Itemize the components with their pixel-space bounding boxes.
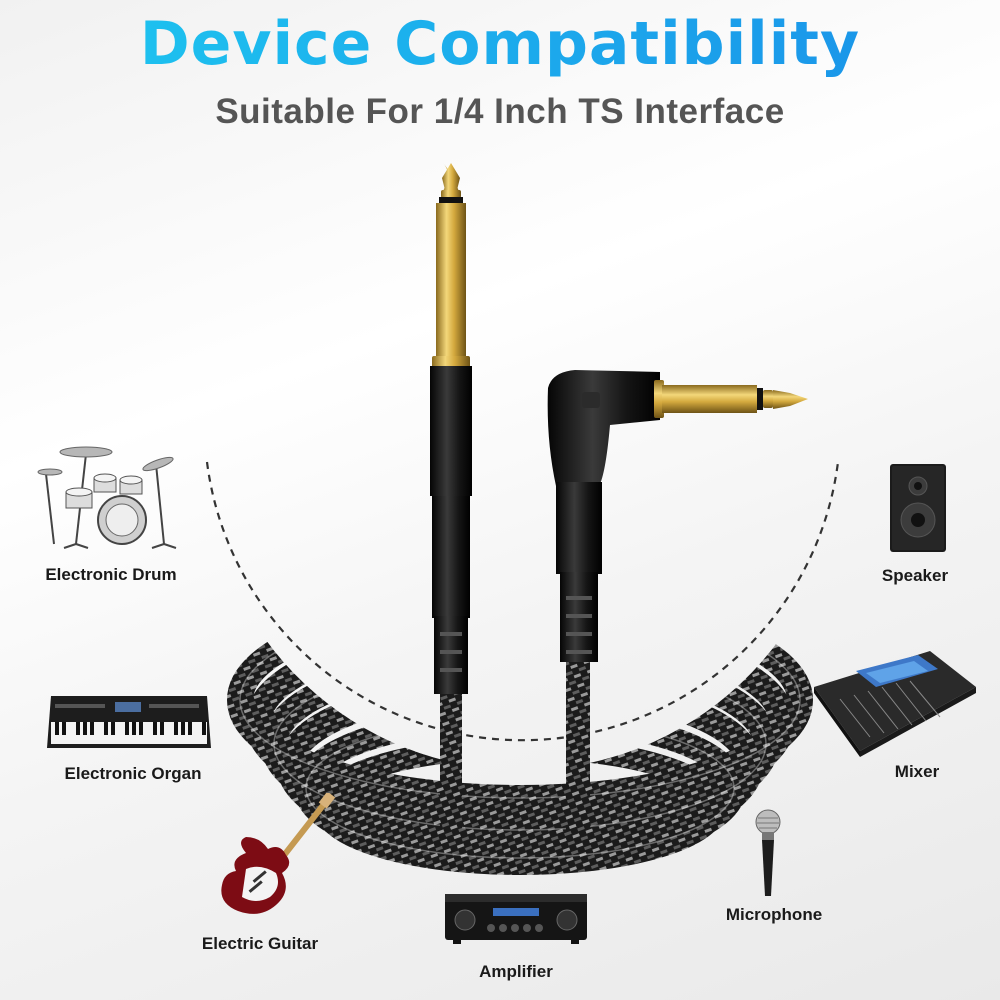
right-angle-plug (547, 370, 808, 840)
dashed-arc (205, 461, 840, 742)
keyboard-icon (47, 696, 211, 748)
device-label-mixer: Mixer (894, 762, 940, 781)
device-label-microphone: Microphone (725, 905, 823, 924)
speaker-icon (890, 464, 946, 552)
microphone-icon (755, 809, 781, 896)
straight-plug (430, 163, 472, 840)
drum-kit-icon (37, 446, 177, 549)
device-label-electronic-drum: Electronic Drum (45, 565, 177, 584)
mixer-icon (814, 651, 976, 757)
amplifier-icon (445, 894, 587, 944)
page-title: Device Compatibility (0, 6, 1000, 82)
guitar-icon (221, 793, 336, 914)
page-subtitle: Suitable For 1/4 Inch TS Interface (215, 92, 785, 131)
device-label-electronic-organ: Electronic Organ (64, 764, 202, 783)
device-label-amplifier: Amplifier (479, 962, 553, 981)
device-label-electric-guitar: Electric Guitar (201, 934, 319, 953)
device-label-speaker: Speaker (881, 566, 949, 585)
